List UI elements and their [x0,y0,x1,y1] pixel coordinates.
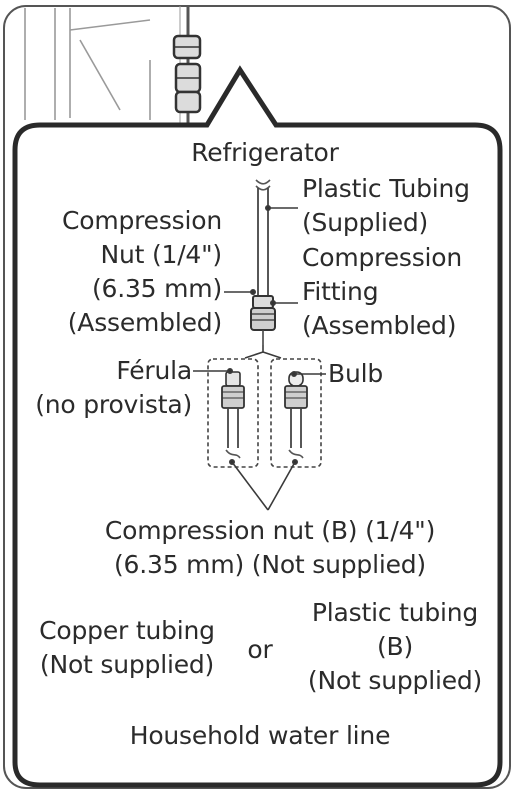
compression-fitting-main [250,295,276,345]
label-line: Fitting [302,277,379,306]
label-refrigerator: Refrigerator [191,138,339,167]
label-line: Plastic tubing [311,598,479,627]
label-line: (Assembled) [67,308,222,337]
copper-tubing-part [221,371,245,459]
refrigerator-panel [24,8,151,120]
label-compression-nut-b: Compression nut (B) (1/4") (6.35 mm) (No… [60,514,480,582]
label-line: Plastic Tubing [302,174,470,203]
label-compression-fitting: Compression Fitting (Assembled) [302,241,462,343]
label-ferula: Férula (no provista) [10,354,192,422]
label-copper-tubing: Copper tubing (Not supplied) [22,614,232,682]
label-household-water-line: Household water line [129,721,391,750]
label-line: Nut (1/4") [100,240,222,269]
label-line: (Supplied) [302,208,429,237]
leader-lines-options [193,367,326,511]
callout-bubble [12,65,503,788]
label-bulb: Bulb [328,359,384,388]
label-line: (Not supplied) [307,666,483,695]
branch-lines [244,345,282,359]
label-line: (no provista) [35,390,192,419]
leader-lines-top [224,205,298,306]
label-line: Compression [61,206,222,235]
top-connection [172,6,202,130]
label-or: or [247,635,273,664]
label-plastic-tubing-supplied: Plastic Tubing (Supplied) [302,172,470,240]
label-line: (6.35 mm) (Not supplied) [114,550,426,579]
label-line: (Assembled) [302,311,457,340]
label-line: (B) [376,632,414,661]
label-line: (6.35 mm) [91,274,222,303]
label-compression-nut: Compression Nut (1/4") (6.35 mm) (Assemb… [22,204,222,340]
label-line: Copper tubing [39,616,215,645]
label-line: Compression [302,243,463,272]
label-line: Férula [116,356,192,385]
label-line: (Not supplied) [39,650,215,679]
label-plastic-tubing-b: Plastic tubing (B) (Not supplied) [290,596,500,698]
label-line: Compression nut (B) (1/4") [104,516,436,545]
